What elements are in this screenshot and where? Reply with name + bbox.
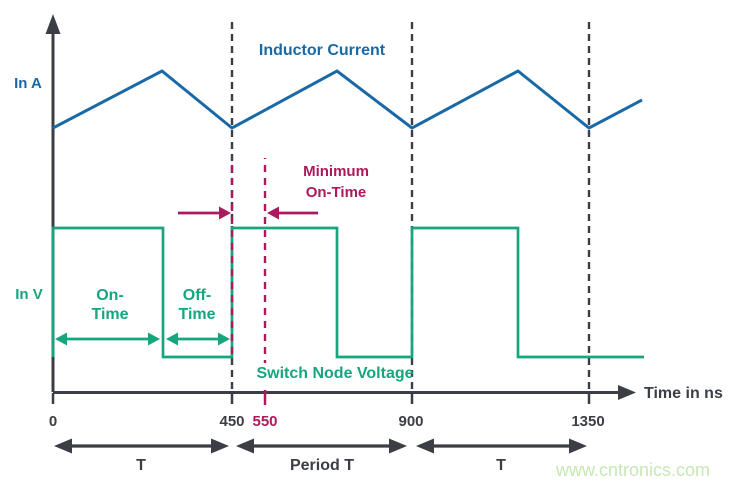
off-time-span-arrow-head-right-icon (218, 332, 230, 346)
period-arrow-t-left-head-icon (54, 438, 72, 454)
period-arrow-period-t-head-icon (236, 438, 254, 454)
on-time-span-arrow-head-right-icon (148, 332, 160, 346)
off-time-span-arrow-head-left-icon (166, 332, 178, 346)
min-on-time-dashed-lines (230, 158, 267, 363)
period-label-period-t: Period T (289, 457, 354, 474)
minimum-on-time-label: Minimum On-Time (271, 161, 401, 203)
off-time-label-line2: Time (178, 306, 216, 323)
min-on-time-right-arrow-head-icon (267, 206, 279, 220)
tick-label-900: 900 (398, 413, 424, 430)
off-time-label: Off- Time (157, 286, 237, 324)
watermark: www.cntronics.com (556, 460, 711, 480)
period-label-t-right: T (496, 457, 506, 474)
time-axis-ticks (51, 393, 591, 404)
time-axis-arrow-icon (618, 385, 636, 400)
voltage-axis-label: In V (15, 286, 43, 303)
off-time-label-line1: Off- (182, 287, 212, 304)
period-arrow-period-t-head2-icon (389, 438, 407, 454)
on-time-label-line2: Time (91, 306, 129, 323)
inductor-current-label: Inductor Current (258, 42, 386, 59)
tick-label-1350: 1350 (571, 413, 605, 430)
tick-label-450: 450 (219, 413, 245, 430)
period-dashed-lines (230, 22, 591, 391)
period-arrow-t-left-head2-icon (211, 438, 229, 454)
period-label-t-left: T (136, 457, 146, 474)
period-arrow-t-right-head2-icon (569, 438, 587, 454)
inductor-current-wave (52, 69, 643, 130)
tick-label-550: 550 (252, 413, 278, 430)
time-axis-label: Time in ns (644, 385, 723, 402)
on-time-label-line1: On- (96, 287, 124, 304)
period-arrow-t-right-head-icon (416, 438, 434, 454)
on-time-label: On- Time (70, 286, 150, 324)
minimum-on-time-label-line2: On-Time (305, 184, 367, 201)
min-on-time-left-arrow-head-icon (219, 206, 231, 220)
switch-node-voltage-label: Switch Node Voltage (256, 365, 414, 382)
on-time-span-arrow-head-left-icon (55, 332, 67, 346)
tick-label-0: 0 (48, 413, 58, 430)
switch-node-voltage-wave (51, 226, 644, 359)
minimum-on-time-label-line1: Minimum (303, 163, 369, 180)
current-axis-label: In A (14, 75, 42, 92)
current-axis-arrow-icon (45, 14, 61, 34)
